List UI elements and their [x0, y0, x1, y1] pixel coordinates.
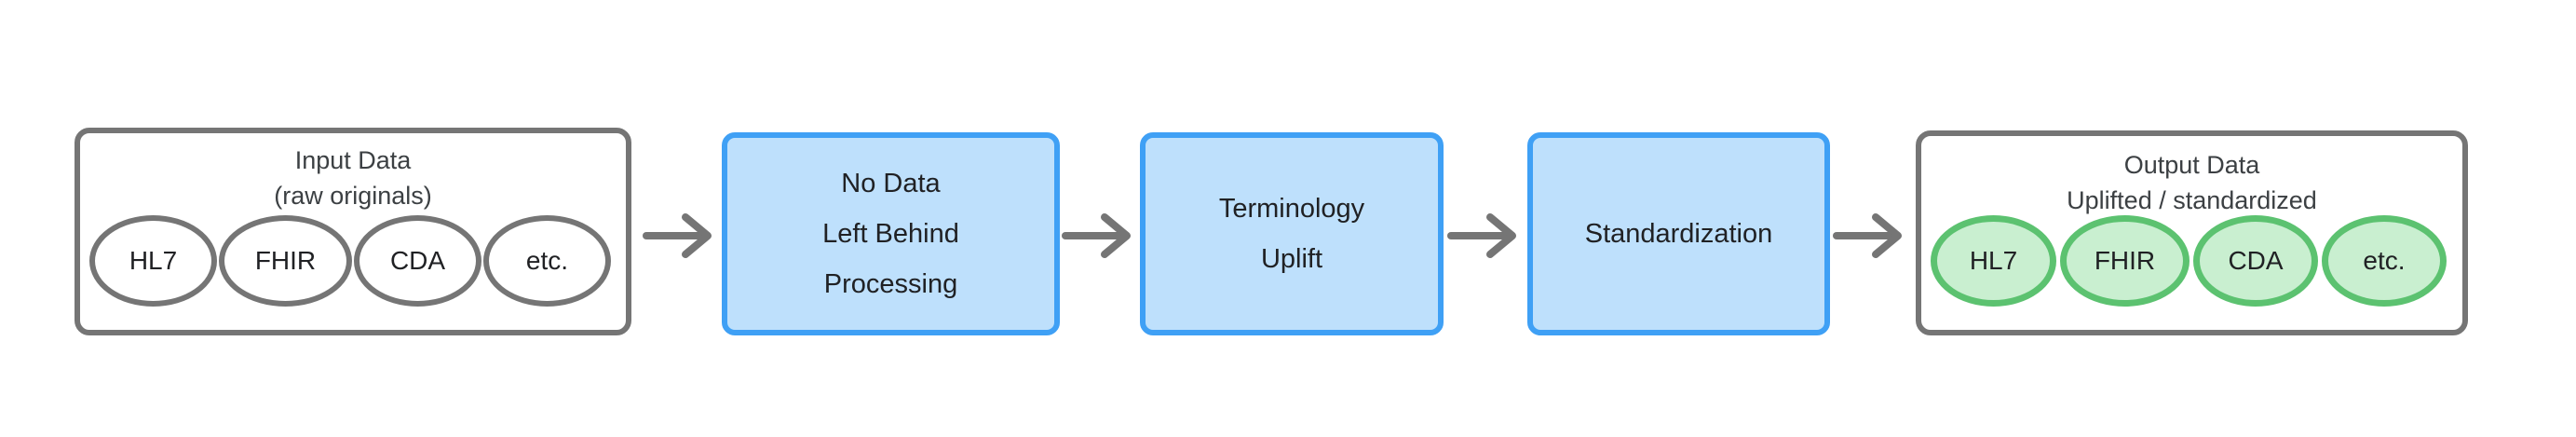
chip-output-cda-label: CDA [2228, 246, 2284, 275]
chip-output-hl7[interactable]: HL7 [1931, 215, 2056, 307]
chip-input-fhir-label: FHIR [254, 246, 317, 275]
chip-input-hl7[interactable]: HL7 [89, 215, 217, 307]
chip-output-etc[interactable]: etc. [2322, 215, 2447, 307]
node-standardization[interactable]: Standardization [1527, 132, 1830, 335]
step3-line-1: Standardization [1584, 219, 1773, 249]
input-chip-row: HL7 FHIR CDA etc. [89, 214, 617, 307]
input-data-title: Input Data [294, 146, 412, 174]
output-data-title: Output Data [2123, 151, 2260, 179]
arrow-right-icon-input-to-step1 [643, 207, 717, 265]
step1-line-2: Left Behind [822, 219, 959, 249]
chip-input-etc[interactable]: etc. [483, 215, 611, 307]
chip-input-etc-label: etc. [525, 246, 569, 275]
step1-line-3: Processing [823, 269, 958, 299]
chip-output-fhir-label: FHIR [2094, 246, 2156, 275]
input-data-subtitle: (raw originals) [274, 182, 432, 210]
chip-input-fhir[interactable]: FHIR [219, 215, 352, 307]
step1-line-1: No Data [841, 169, 941, 198]
chip-input-hl7-label: HL7 [129, 246, 178, 275]
step2-line-2: Uplift [1260, 244, 1323, 274]
output-chip-row: HL7 FHIR CDA etc. [1931, 214, 2454, 307]
chip-output-hl7-label: HL7 [1969, 246, 2018, 275]
node-terminology-uplift[interactable]: Terminology Uplift [1140, 132, 1444, 335]
step2-line-1: Terminology [1218, 194, 1365, 224]
arrow-right-icon-step2-to-step3 [1447, 207, 1522, 265]
chip-input-cda-label: CDA [389, 246, 446, 275]
chip-output-fhir[interactable]: FHIR [2060, 215, 2190, 307]
output-data-subtitle: Uplifted / standardized [2067, 186, 2317, 214]
arrow-right-icon-step3-to-output [1833, 207, 1907, 265]
chip-input-cda[interactable]: CDA [354, 215, 481, 307]
arrow-right-icon-step1-to-step2 [1062, 207, 1136, 265]
chip-output-cda[interactable]: CDA [2193, 215, 2318, 307]
chip-output-etc-label: etc. [2363, 246, 2406, 275]
node-no-data-left-behind-processing[interactable]: No Data Left Behind Processing [722, 132, 1060, 335]
